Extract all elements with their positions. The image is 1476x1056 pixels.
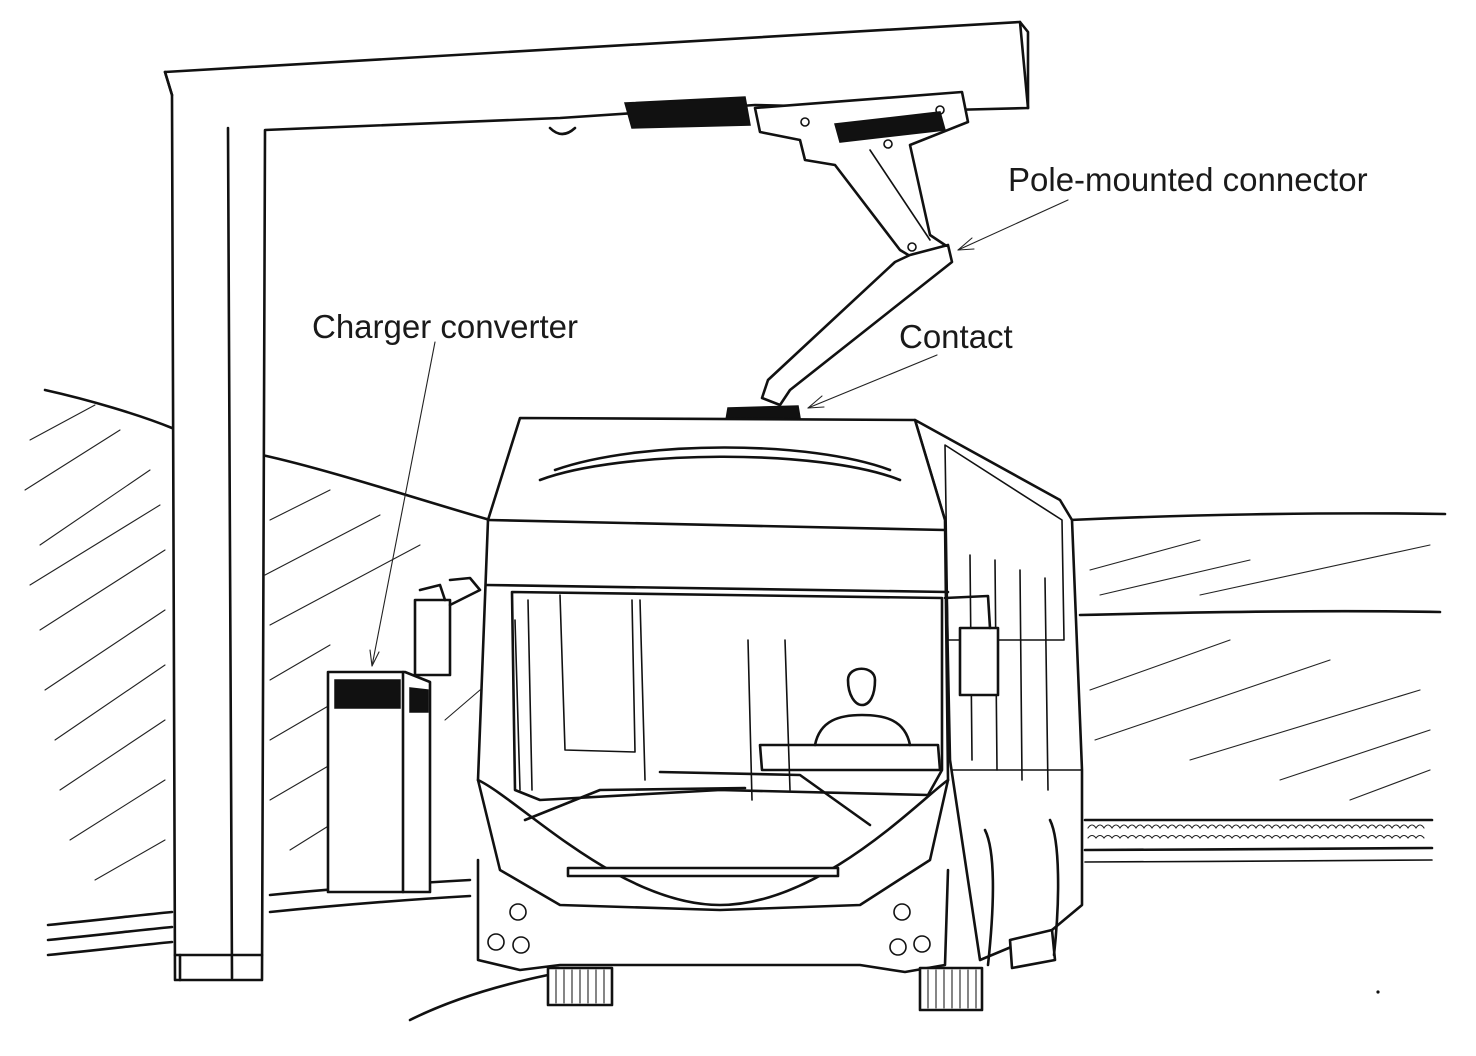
contact-head (725, 405, 801, 421)
gravel-strip (1087, 824, 1425, 839)
pole-mounted-connector-label: Pole-mounted connector (1008, 161, 1368, 198)
hill-hatching (24, 404, 1431, 881)
pole-mounted-connector (753, 90, 970, 407)
electric-bus (476, 416, 1084, 1012)
contact-label: Contact (899, 318, 1013, 355)
landscape (43, 388, 1447, 1022)
charger-converter-cabinet (326, 576, 482, 894)
charger-converter-label: Charger converter (312, 308, 578, 345)
gantry-structure (163, 20, 1030, 982)
leader-arrows (369, 199, 1069, 667)
